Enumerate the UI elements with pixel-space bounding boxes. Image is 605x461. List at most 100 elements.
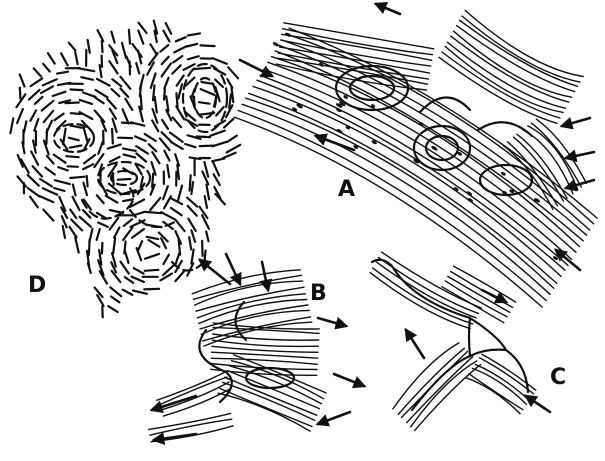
fibre-dash (229, 94, 231, 108)
fibre-dash (206, 185, 209, 200)
fibre-strand (382, 252, 482, 308)
fibre-dash (173, 118, 181, 128)
fibre-strand (454, 266, 516, 302)
panel-label-b: B (310, 281, 327, 306)
fibre-dash (80, 112, 93, 119)
panel-c-gap (372, 260, 528, 410)
fibre-dash (138, 51, 141, 64)
fibre-dash (31, 78, 43, 86)
fibre-dash (84, 128, 88, 143)
fibre-dash (122, 43, 126, 58)
fibre-strand (398, 348, 464, 414)
fibre-strand (257, 80, 565, 270)
arrow (406, 330, 424, 358)
fibre-dash (205, 196, 207, 208)
fibre-dash (152, 174, 153, 188)
fibre-dash (43, 79, 57, 85)
arrow (556, 250, 580, 270)
fibre-dash (123, 290, 133, 295)
fibre-dash (34, 119, 38, 131)
fibre-dash (191, 230, 195, 242)
fibre-dash (212, 142, 226, 147)
fibre-dash (29, 90, 40, 100)
fibre-dash (166, 96, 168, 111)
fibre-dash (30, 110, 36, 120)
fibre-dash (20, 88, 21, 99)
fibre-dash (97, 79, 110, 86)
fibre-dash (206, 232, 208, 242)
fibre-dash (30, 197, 38, 208)
fibre-dash (201, 45, 215, 46)
fibre-dash (190, 175, 191, 190)
fibre-dash (83, 164, 93, 169)
fibre-dash (106, 196, 118, 203)
fibre-dash (89, 240, 90, 255)
fibre-strand (466, 378, 520, 414)
fibre-dash (42, 101, 54, 111)
fibre-dash (171, 208, 182, 215)
fibre-dash (141, 96, 142, 110)
fibre-dash (57, 72, 68, 74)
fibre-dash (80, 217, 91, 227)
fibre-dash (166, 23, 172, 34)
arrow (200, 260, 230, 284)
fibre-dash (170, 133, 183, 142)
fibre-dash (185, 144, 195, 147)
fibre-dash (48, 53, 55, 63)
fibre-dash (110, 157, 120, 162)
fibre-dash (164, 89, 165, 99)
fibre-dash (160, 138, 170, 150)
fibre-dash (138, 241, 142, 250)
fibre-strand (260, 75, 568, 265)
fibre-dash (17, 109, 23, 123)
fibre-dash (31, 152, 38, 165)
fibre-dash (145, 254, 159, 259)
panel-b-drawing (149, 270, 326, 442)
fibre-strand (264, 69, 572, 259)
fibre-dash (160, 45, 168, 52)
panel-c-drawing (370, 252, 536, 431)
fibre-dash (202, 82, 214, 84)
arrow (526, 396, 550, 412)
fibre-dash (133, 291, 147, 294)
fibre-dash (84, 155, 95, 163)
fibre-dash (70, 126, 82, 128)
fibre-dash (75, 237, 79, 252)
fibre-dash (102, 41, 103, 52)
fibre-dash (54, 155, 66, 163)
fibre-dash (227, 145, 241, 153)
fibre-dash (110, 109, 116, 119)
fibre-dash (174, 46, 187, 52)
fibre-dash (54, 188, 65, 191)
arrow (240, 60, 272, 76)
panel-label-c: C (550, 365, 566, 390)
arrow (566, 180, 594, 188)
fibre-dash (189, 237, 191, 249)
cell-nucleus (272, 41, 279, 47)
fibre-dash (53, 92, 66, 96)
fibre-dash (20, 74, 25, 86)
fibre-dash (144, 289, 159, 290)
fibre-strand (249, 93, 557, 283)
fibre-strand (212, 346, 318, 352)
arrow (318, 412, 350, 424)
fibre-dash (110, 218, 119, 230)
fibre-dash (41, 86, 53, 93)
fibre-dash (107, 99, 116, 109)
fibre-dash (138, 31, 143, 44)
arrow (316, 136, 354, 150)
fibre-dash (121, 77, 131, 89)
fibre-dash (71, 219, 82, 230)
fibre-dash (95, 98, 104, 104)
fibre-dash (40, 179, 52, 186)
fibre-dash (202, 241, 203, 256)
fibre-dash (108, 306, 118, 312)
fibre-dash (113, 238, 115, 254)
fibre-dash (58, 167, 68, 170)
fibre-dash (145, 270, 159, 271)
fibre-dash (33, 166, 42, 176)
fibre-dash (75, 52, 77, 64)
fibre-dash (98, 223, 108, 227)
fibre-dash (195, 68, 211, 69)
fibre-dash (150, 44, 156, 54)
